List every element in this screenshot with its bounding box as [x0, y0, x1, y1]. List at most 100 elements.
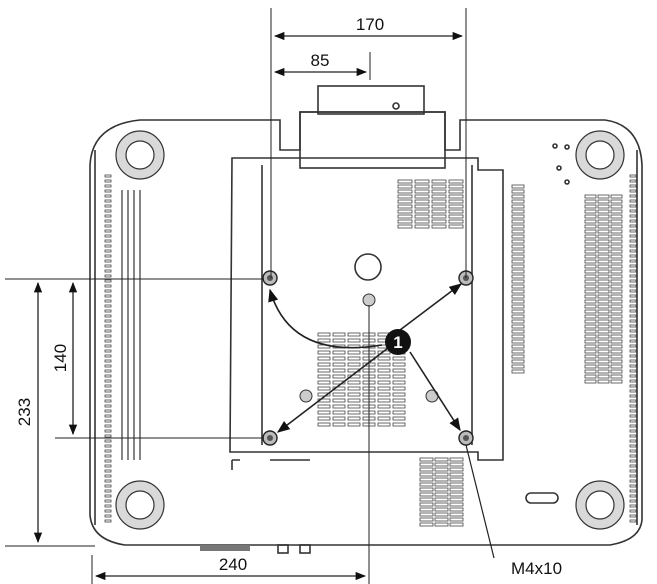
vent-slot: [610, 294, 623, 299]
callout-number: 1: [393, 333, 402, 352]
vent-slot: [597, 274, 610, 279]
vent-slot: [347, 338, 361, 343]
vent-slot: [397, 219, 413, 224]
callout-marker: 1: [385, 329, 411, 355]
vent-slot: [511, 264, 525, 269]
vent-slot: [104, 489, 112, 493]
vent-slot: [104, 379, 112, 383]
vent-slot: [610, 194, 623, 199]
vent-slot: [332, 356, 346, 361]
vent-slot: [584, 284, 597, 289]
center-boss: [354, 253, 382, 281]
vent-slot: [511, 274, 525, 279]
vent-slot: [332, 338, 346, 343]
vent-slot: [104, 434, 112, 438]
vent-slot: [104, 204, 112, 208]
vent-slot: [104, 219, 112, 223]
vent-slot: [629, 519, 637, 523]
vent-slot: [584, 374, 597, 379]
vent-slot: [104, 354, 112, 358]
vent-slot: [597, 294, 610, 299]
vent-slot: [511, 339, 525, 344]
vent-slot: [431, 204, 447, 209]
vent-slot: [434, 487, 449, 492]
vent-slot: [584, 364, 597, 369]
vent-slot: [377, 362, 391, 367]
dimension-lines: [5, 8, 467, 584]
vent-slot: [397, 179, 413, 184]
vent-slot: [104, 469, 112, 473]
vent-slot: [597, 359, 610, 364]
vent-slot: [629, 194, 637, 198]
vent-slot: [610, 324, 623, 329]
vent-slot: [597, 279, 610, 284]
vent-grilles: [104, 174, 637, 527]
vent-slot: [511, 234, 525, 239]
vent-slot: [610, 349, 623, 354]
vent-slot: [332, 332, 346, 337]
vent-slot: [431, 224, 447, 229]
vent-slot: [104, 194, 112, 198]
vent-slot: [629, 254, 637, 258]
vent-slot: [629, 509, 637, 513]
vent-slot: [434, 457, 449, 462]
vent-slot: [104, 424, 112, 428]
vent-slot: [414, 209, 430, 214]
vent-slot: [629, 439, 637, 443]
vent-slot: [629, 514, 637, 518]
vent-slot: [629, 324, 637, 328]
vent-slot: [584, 319, 597, 324]
vent-slot: [629, 459, 637, 463]
vent-slot: [629, 499, 637, 503]
vent-slot: [584, 349, 597, 354]
vent-slot: [629, 214, 637, 218]
vent-slot: [629, 484, 637, 488]
vent-slot: [629, 244, 637, 248]
vent-slot: [584, 334, 597, 339]
vent-slot: [448, 184, 464, 189]
vent-slot: [347, 350, 361, 355]
vent-slot: [377, 410, 391, 415]
vent-slot: [629, 434, 637, 438]
vent-slot: [397, 224, 413, 229]
vent-slot: [434, 482, 449, 487]
vent-slot: [104, 449, 112, 453]
vent-slot: [104, 414, 112, 418]
vent-slot: [629, 199, 637, 203]
vent-slot: [448, 179, 464, 184]
vent-slot: [629, 474, 637, 478]
vent-slot: [377, 356, 391, 361]
vent-slot: [332, 368, 346, 373]
vent-slot: [434, 502, 449, 507]
vent-slot: [419, 477, 434, 482]
vent-slot: [449, 492, 464, 497]
vent-slot: [511, 184, 525, 189]
vent-slot: [629, 379, 637, 383]
vent-slot: [434, 517, 449, 522]
vent-slot: [377, 380, 391, 385]
vent-slot: [629, 309, 637, 313]
vent-slot: [511, 369, 525, 374]
vent-slot: [434, 472, 449, 477]
vent-slot: [397, 199, 413, 204]
vent-slot: [317, 386, 331, 391]
vent-slot: [610, 279, 623, 284]
vent-slot: [392, 398, 406, 403]
vent-slot: [414, 214, 430, 219]
vent-slot: [629, 269, 637, 273]
vent-slot: [597, 214, 610, 219]
vent-slot: [104, 384, 112, 388]
vent-slot: [511, 189, 525, 194]
vent-slot: [597, 204, 610, 209]
vent-slot: [629, 249, 637, 253]
vent-slot: [584, 214, 597, 219]
vent-slot: [104, 229, 112, 233]
vent-slot: [332, 386, 346, 391]
vent-slot: [511, 344, 525, 349]
vent-slot: [511, 209, 525, 214]
vent-slot: [511, 359, 525, 364]
vent-slot: [449, 487, 464, 492]
vent-slot: [629, 184, 637, 188]
vent-slot: [449, 472, 464, 477]
vent-slot: [597, 309, 610, 314]
